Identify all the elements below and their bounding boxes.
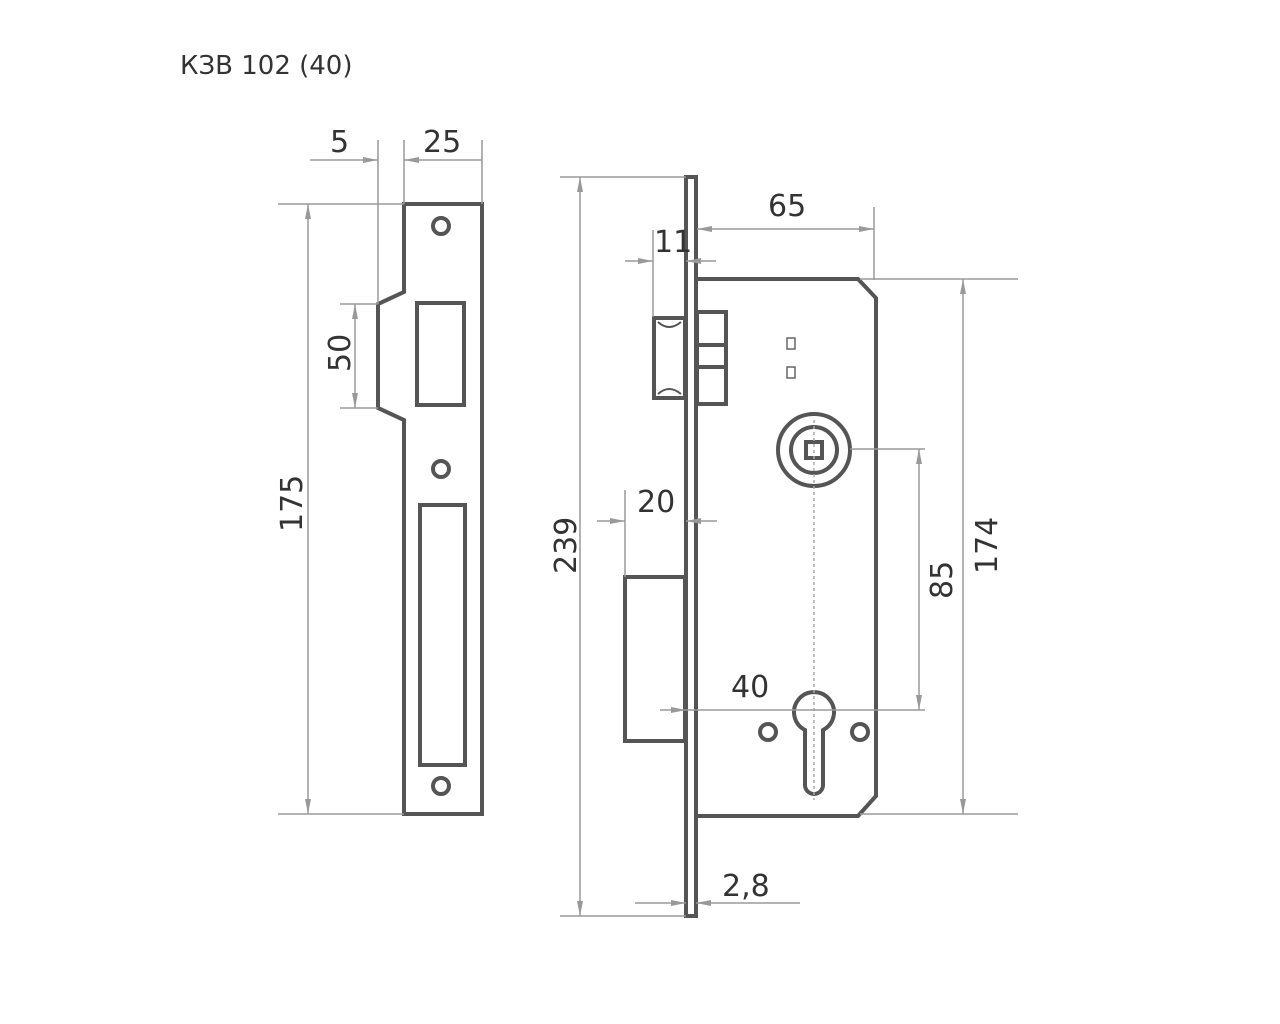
- dim-175: 175: [275, 475, 310, 532]
- dim-2-8: 2,8: [722, 869, 770, 904]
- dim-85: 85: [925, 561, 960, 599]
- dim-11: 11: [654, 225, 692, 260]
- strike-plate: [376, 202, 484, 816]
- dim-239: 239: [549, 517, 584, 574]
- dim-50: 50: [323, 334, 358, 372]
- dim-65: 65: [768, 189, 806, 224]
- lock-body: [623, 175, 878, 918]
- dim-20: 20: [637, 485, 675, 520]
- dim-40: 40: [731, 670, 769, 705]
- dim-174: 174: [970, 517, 1005, 574]
- drawing-title: КЗВ 102 (40): [180, 51, 353, 81]
- lock-dimensions: 239 65 11 20 174 85 40 2,8: [549, 176, 1018, 917]
- strike-dimensions: 5 25 50 175: [275, 125, 483, 815]
- dim-25: 25: [423, 125, 461, 160]
- dim-5: 5: [330, 125, 349, 160]
